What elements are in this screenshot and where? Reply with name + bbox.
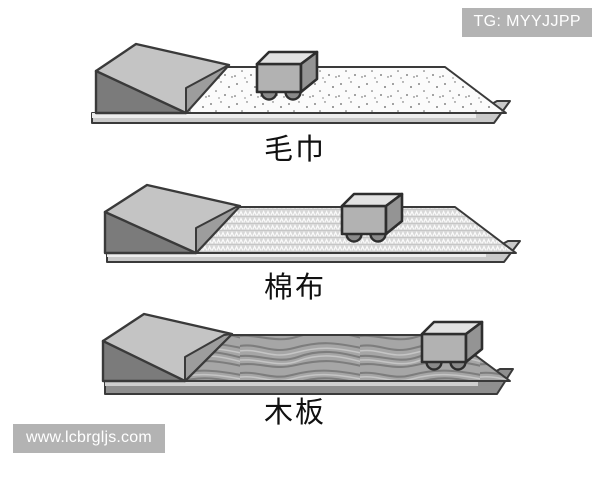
scene-cotton-cloth [103, 183, 521, 263]
wood-ramp-back-edge [184, 333, 233, 382]
scene-label-towel: 毛巾 [263, 134, 326, 166]
scene-label-cotton-cloth: 棉布 [263, 272, 326, 304]
tag-watermark: TG: MYYJJPP [462, 8, 592, 37]
scene-label-wood-board: 木板 [263, 397, 326, 429]
towel-ramp-back-edge [185, 64, 230, 114]
towel-surface [185, 66, 507, 114]
cloth-ramp-back-edge [195, 205, 241, 254]
site-watermark: www.lcbrgljs.com [13, 424, 165, 453]
scene-wood-board [101, 312, 514, 395]
scene-towel [91, 42, 511, 124]
